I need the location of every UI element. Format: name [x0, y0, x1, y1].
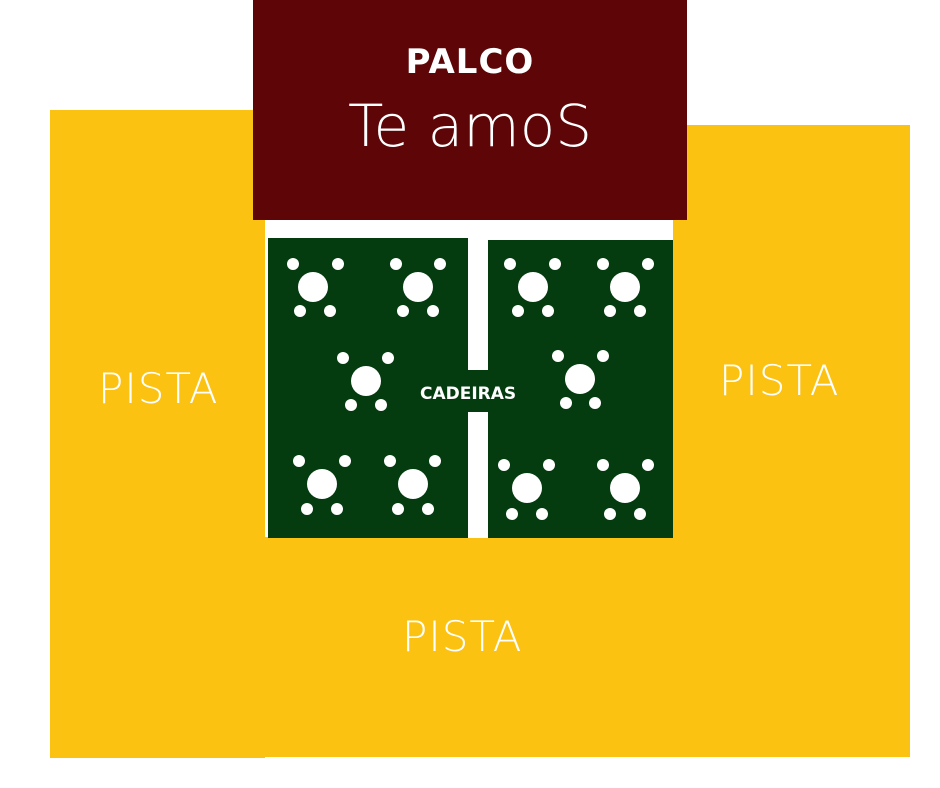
table-icon: [337, 352, 394, 411]
stage-title: PALCO: [405, 42, 535, 82]
table-icon: [504, 258, 561, 317]
table-icon: [287, 258, 344, 317]
table-icon: [384, 455, 441, 515]
table-icon: [498, 459, 555, 520]
dance-floor-right-label: PISTA: [719, 356, 840, 405]
table-icon: [552, 350, 609, 409]
table-icon: [597, 258, 654, 317]
table-icon: [597, 459, 654, 520]
dance-floor-bottom-label: PISTA: [402, 612, 523, 661]
table-icon: [390, 258, 446, 317]
dance-floor-bottom: [265, 537, 673, 757]
dance-floor-left: [50, 110, 265, 758]
dance-floor-left-label: PISTA: [98, 364, 219, 413]
stage-subtitle: Te amoS: [347, 92, 593, 160]
table-icon: [293, 455, 351, 515]
dance-floor-right: [673, 125, 910, 757]
seating-label: CADEIRAS: [420, 384, 517, 404]
seating-label-background: [410, 370, 530, 412]
stage: PALCO Te amoS: [253, 0, 687, 220]
